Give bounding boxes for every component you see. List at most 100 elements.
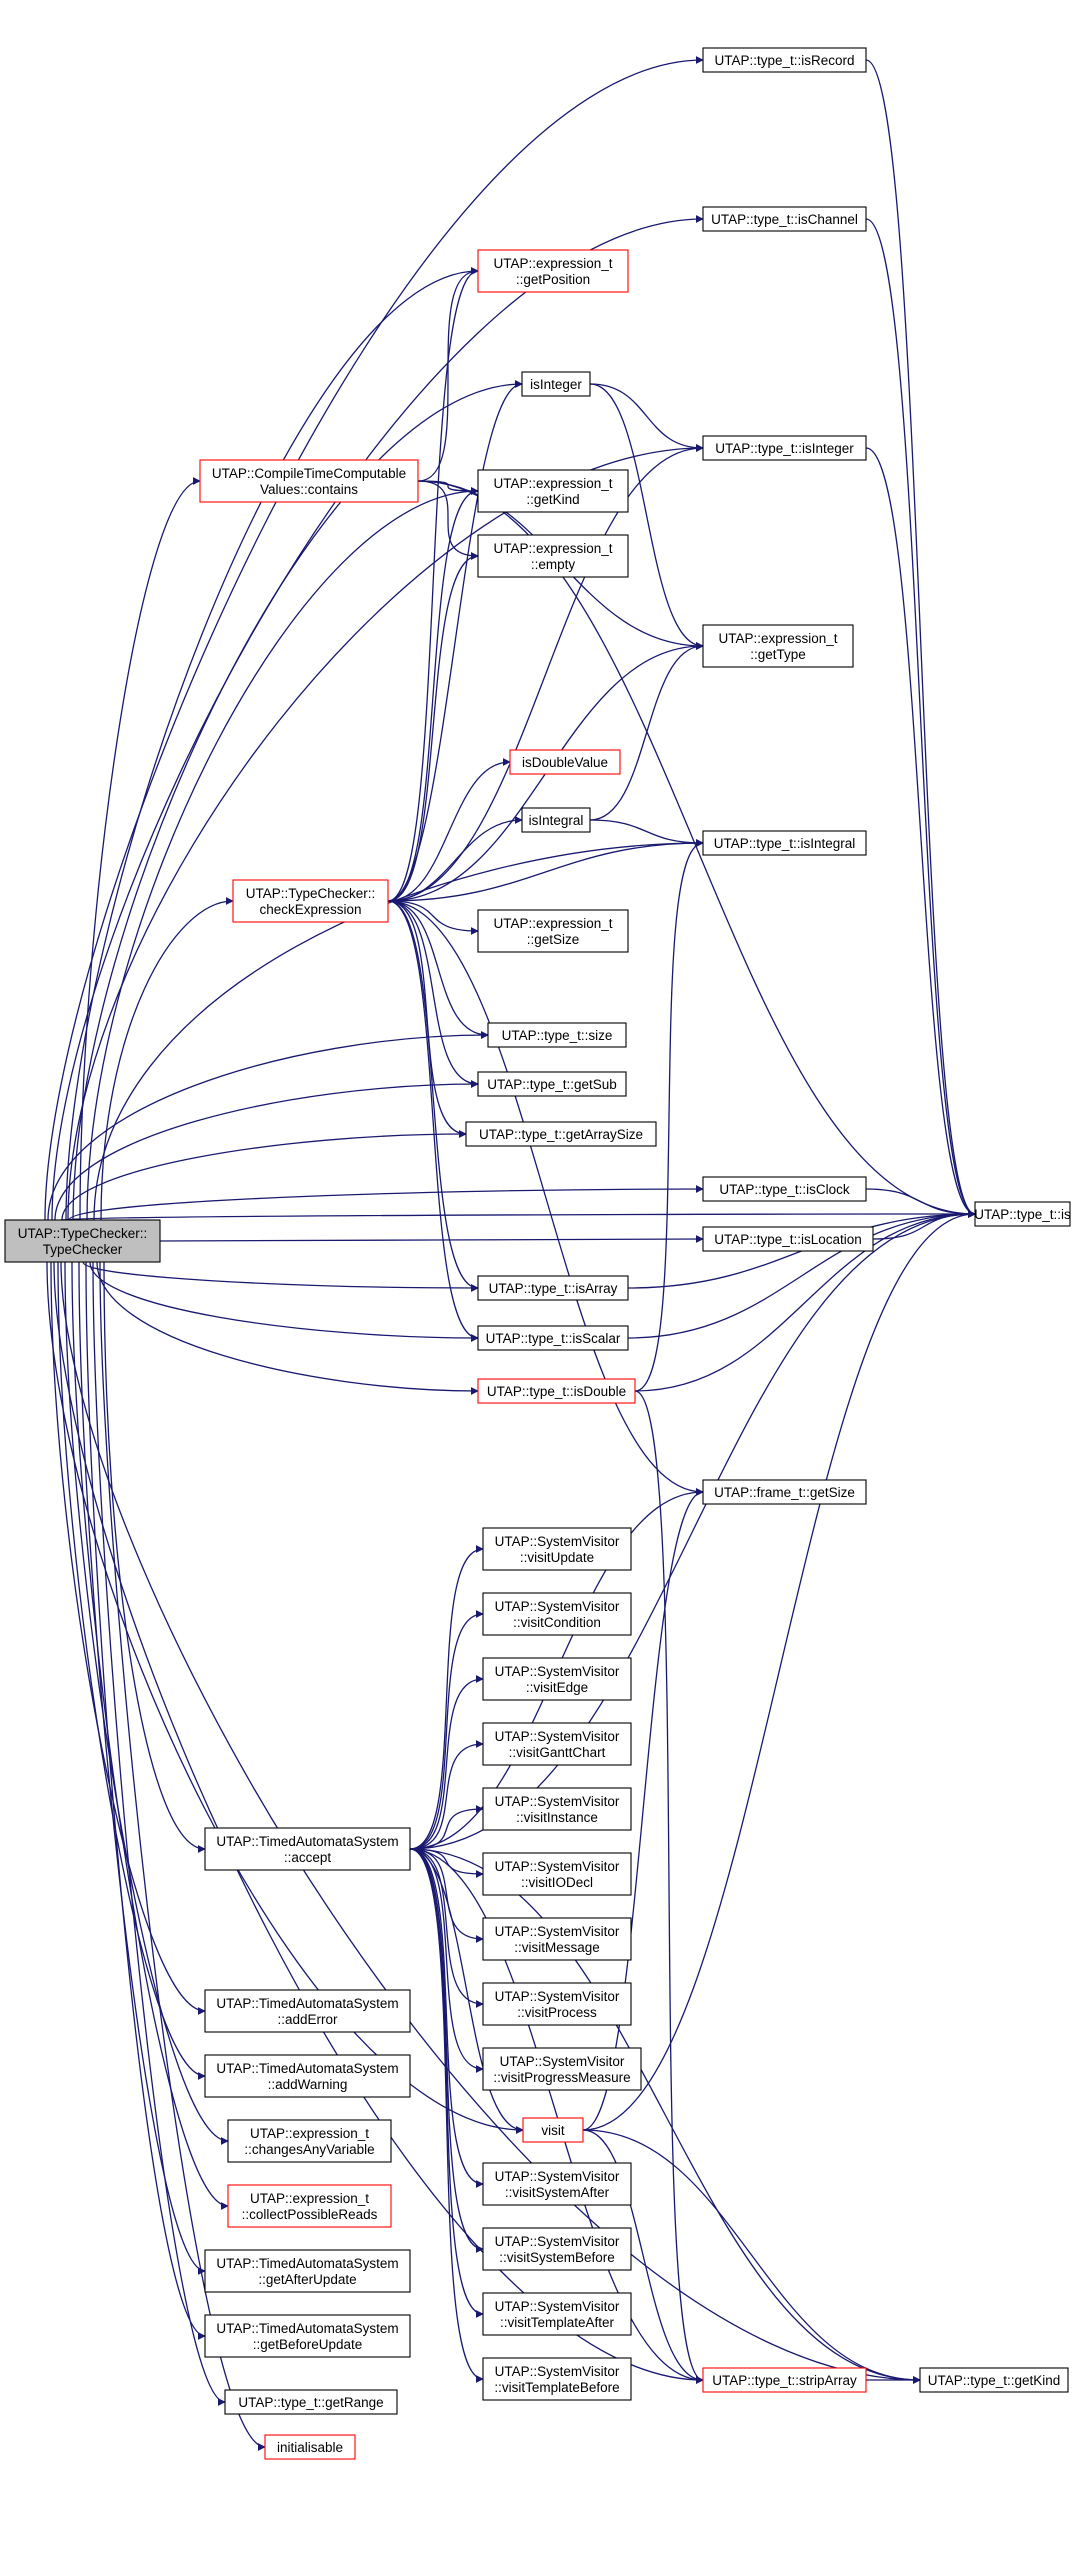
graph-node-f-get-size[interactable]: UTAP::frame_t::getSize [702, 1479, 867, 1505]
graph-node-get-before-update[interactable]: UTAP::TimedAutomataSystem::getBeforeUpda… [204, 2314, 411, 2358]
graph-node-get-type[interactable]: UTAP::expression_t::getType [702, 624, 854, 668]
node-label-line: UTAP::SystemVisitor [495, 2234, 620, 2249]
node-box [482, 1592, 632, 1636]
node-box [482, 1722, 632, 1766]
graph-node-t-get-kind[interactable]: UTAP::type_t::getKind [919, 2367, 1069, 2393]
edge-root-to-getAfterUpdate [78, 1261, 206, 2275]
graph-node-get-array-size[interactable]: UTAP::type_t::getArraySize [465, 1121, 657, 1147]
node-box [477, 469, 629, 513]
graph-node-is-array[interactable]: UTAP::type_t::isArray [477, 1275, 629, 1301]
graph-node-get-kind[interactable]: UTAP::expression_t::getKind [477, 469, 629, 513]
graph-node-check-expression[interactable]: UTAP::TypeChecker::checkExpression [232, 879, 389, 923]
node-label-line: UTAP::expression_t [493, 541, 612, 556]
node-box [482, 2047, 642, 2091]
graph-node-add-error[interactable]: UTAP::TimedAutomataSystem::addError [204, 1989, 411, 2033]
node-label-line: ::visitSystemAfter [505, 2185, 610, 2200]
graph-node-get-range[interactable]: UTAP::type_t::getRange [224, 2389, 398, 2415]
edge-root-to-getBeforeUpdate [85, 1261, 206, 2340]
graph-node-v-i-o-decl[interactable]: UTAP::SystemVisitor::visitIODecl [482, 1852, 632, 1896]
node-label-line: UTAP::type_t::getArraySize [479, 1127, 643, 1142]
edge-checkExpression-to-getSub [387, 900, 479, 1088]
node-box [702, 435, 867, 461]
edge-root-to-size [47, 1031, 489, 1221]
graph-node-is-scalar[interactable]: UTAP::type_t::isScalar [477, 1325, 629, 1351]
node-box [482, 2227, 632, 2271]
graph-node-v-instance[interactable]: UTAP::SystemVisitor::visitInstance [482, 1787, 632, 1831]
node-box [521, 807, 591, 833]
edge-contains-to-tIs [417, 480, 976, 1218]
node-label-line: initialisable [277, 2440, 343, 2455]
graph-node-v-progress[interactable]: UTAP::SystemVisitor::visitProgressMeasur… [482, 2047, 642, 2091]
node-label-line: UTAP::TimedAutomataSystem [216, 1996, 398, 2011]
graph-node-v-edge[interactable]: UTAP::SystemVisitor::visitEdge [482, 1657, 632, 1701]
edge-root-to-isDouble [96, 1261, 479, 1395]
graph-node-is-integer-fn[interactable]: isInteger [521, 371, 591, 397]
node-box [204, 2054, 411, 2098]
edge-isIntegralFn-to-tIsIntegral [589, 819, 704, 847]
graph-node-v-process[interactable]: UTAP::SystemVisitor::visitProcess [482, 1982, 632, 2026]
node-label-line: UTAP::type_t::getKind [928, 2373, 1061, 2388]
node-label-line: UTAP::type_t::isLocation [714, 1232, 862, 1247]
graph-node-e-get-size[interactable]: UTAP::expression_t::getSize [477, 909, 629, 953]
node-label-line: UTAP::type_t::isDouble [487, 1384, 626, 1399]
edge-accept-to-visit [409, 1848, 524, 2134]
node-box [521, 371, 591, 397]
graph-node-collect-reads[interactable]: UTAP::expression_t::collectPossibleReads [227, 2184, 392, 2228]
graph-node-initialisable[interactable]: initialisable [264, 2434, 356, 2460]
graph-node-v-message[interactable]: UTAP::SystemVisitor::visitMessage [482, 1917, 632, 1961]
graph-node-is-integral-fn[interactable]: isIntegral [521, 807, 591, 833]
graph-node-get-sub[interactable]: UTAP::type_t::getSub [477, 1071, 627, 1097]
graph-node-get-position[interactable]: UTAP::expression_t::getPosition [477, 249, 629, 293]
edge-visit-to-tGetKind [582, 2129, 921, 2384]
graph-node-is-double[interactable]: UTAP::type_t::isDouble [477, 1378, 636, 1404]
node-box [482, 1527, 632, 1571]
graph-node-add-warning[interactable]: UTAP::TimedAutomataSystem::addWarning [204, 2054, 411, 2098]
graph-node-contains[interactable]: UTAP::CompileTimeComputableValues::conta… [199, 459, 419, 503]
graph-node-v-sys-after[interactable]: UTAP::SystemVisitor::visitSystemAfter [482, 2162, 632, 2206]
node-label-line: UTAP::TimedAutomataSystem [216, 1834, 398, 1849]
node-label-line: visit [541, 2123, 564, 2138]
edge-root-to-addError [50, 1261, 206, 2015]
graph-node-t-is-integer[interactable]: UTAP::type_t::isInteger [702, 435, 867, 461]
graph-node-is-record[interactable]: UTAP::type_t::isRecord [702, 47, 867, 73]
node-box [509, 749, 621, 775]
graph-node-v-condition[interactable]: UTAP::SystemVisitor::visitCondition [482, 1592, 632, 1636]
edge-visit-to-stripArray [582, 2129, 704, 2384]
graph-node-v-gantt[interactable]: UTAP::SystemVisitor::visitGanttChart [482, 1722, 632, 1766]
graph-node-empty[interactable]: UTAP::expression_t::empty [477, 534, 629, 578]
node-box [227, 2184, 392, 2228]
node-label-line: UTAP::TypeChecker:: [246, 886, 376, 901]
node-box [702, 206, 867, 232]
node-label-line: UTAP::type_t::isChannel [711, 212, 858, 227]
graph-node-accept[interactable]: UTAP::TimedAutomataSystem::accept [204, 1827, 411, 1871]
graph-node-v-update[interactable]: UTAP::SystemVisitor::visitUpdate [482, 1527, 632, 1571]
graph-node-visit[interactable]: visit [522, 2117, 584, 2143]
graph-node-get-after-update[interactable]: UTAP::TimedAutomataSystem::getAfterUpdat… [204, 2249, 411, 2293]
edge-accept-to-vEdge [409, 1675, 484, 1850]
node-label-line: ::getBeforeUpdate [253, 2337, 363, 2352]
node-label-line: UTAP::SystemVisitor [495, 1729, 620, 1744]
edge-root-to-isScalar [89, 1261, 479, 1342]
graph-node-changes-any[interactable]: UTAP::expression_t::changesAnyVariable [227, 2119, 392, 2163]
graph-node-is-clock[interactable]: UTAP::type_t::isClock [702, 1176, 867, 1202]
edge-root-to-getPosition [65, 267, 479, 1221]
graph-node-is-channel[interactable]: UTAP::type_t::isChannel [702, 206, 867, 232]
graph-node-v-tpl-before[interactable]: UTAP::SystemVisitor::visitTemplateBefore [482, 2357, 632, 2401]
node-label-line: UTAP::expression_t [493, 256, 612, 271]
graph-node-size[interactable]: UTAP::type_t::size [487, 1022, 627, 1048]
node-label-line: ::visitInstance [516, 1810, 598, 1825]
graph-node-is-location[interactable]: UTAP::type_t::isLocation [702, 1226, 874, 1252]
graph-node-t-is[interactable]: UTAP::type_t::is [974, 1201, 1071, 1227]
graph-node-v-sys-before[interactable]: UTAP::SystemVisitor::visitSystemBefore [482, 2227, 632, 2271]
node-label-line: isIntegral [529, 813, 584, 828]
graph-node-t-is-integral[interactable]: UTAP::type_t::isIntegral [702, 830, 867, 856]
node-label-line: isInteger [530, 377, 582, 392]
edge-checkExpression-to-isScalar [387, 900, 479, 1342]
graph-node-is-double-value[interactable]: isDoubleValue [509, 749, 621, 775]
nodes-layer: UTAP::TypeChecker::TypeCheckerUTAP::type… [4, 47, 1071, 2460]
graph-node-v-tpl-after[interactable]: UTAP::SystemVisitor::visitTemplateAfter [482, 2292, 632, 2336]
node-box [522, 2117, 584, 2143]
node-box [702, 624, 854, 668]
edge-root-to-visit [46, 1261, 524, 2134]
graph-node-strip-array[interactable]: UTAP::type_t::stripArray [702, 2367, 867, 2393]
